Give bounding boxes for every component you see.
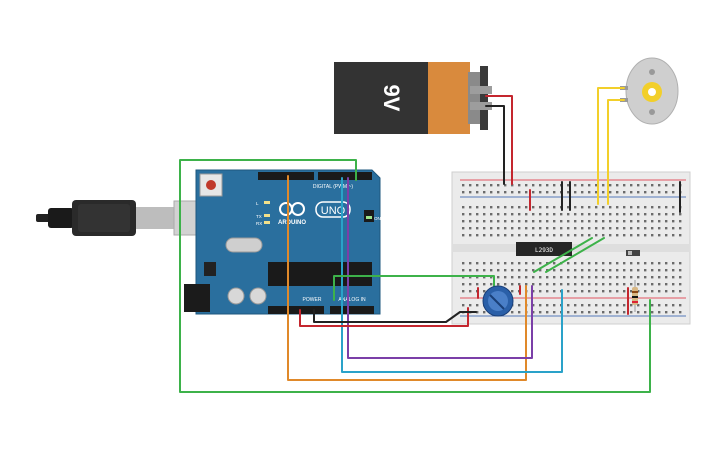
- wire-green-loop[interactable]: [179, 159, 651, 393]
- wire-orange[interactable]: [287, 175, 527, 381]
- rx-led-label: RX: [256, 221, 262, 226]
- dc-motor[interactable]: [620, 57, 679, 125]
- wire-red-battery[interactable]: [485, 95, 513, 185]
- atmega-chip: [268, 262, 372, 286]
- wire-black-gnd[interactable]: [313, 309, 477, 323]
- resistor[interactable]: [632, 280, 638, 312]
- wire-green-pot[interactable]: [333, 275, 495, 301]
- battery-body: [334, 62, 430, 134]
- arduino-brand-label: ARDUINO: [278, 220, 306, 226]
- power-jack: [184, 284, 210, 312]
- battery-9v[interactable]: 9V: [334, 62, 492, 134]
- on-led-label: ON: [374, 216, 381, 221]
- potentiometer[interactable]: [482, 285, 514, 317]
- arduino-uno-board[interactable]: UNO ARDUINO DIGITAL (PWM ~) POWER ANALOG…: [184, 169, 381, 315]
- analog-header-label: ANALOG IN: [338, 297, 366, 303]
- wire-red-5v[interactable]: [299, 307, 469, 327]
- l-led-label: L: [256, 201, 259, 206]
- wire-black-battery[interactable]: [485, 105, 505, 185]
- arduino-model-label: UNO: [321, 205, 346, 217]
- driver-chip-label: L293D: [535, 247, 553, 254]
- wire-purple[interactable]: [347, 177, 533, 359]
- wires: [179, 87, 681, 393]
- power-header-label: POWER: [303, 297, 322, 303]
- battery-cap: [428, 62, 470, 134]
- tx-led-label: TX: [256, 214, 262, 219]
- l293d-driver-chip[interactable]: L293D: [516, 242, 572, 256]
- digital-header-label: DIGITAL (PWM ~): [313, 184, 353, 190]
- usb-cable[interactable]: [36, 200, 205, 236]
- wire-yellow-motor-a[interactable]: [597, 87, 625, 205]
- wire-yellow-motor-b[interactable]: [607, 99, 625, 205]
- slide-switch[interactable]: [626, 250, 640, 256]
- battery-label: 9V: [379, 85, 404, 112]
